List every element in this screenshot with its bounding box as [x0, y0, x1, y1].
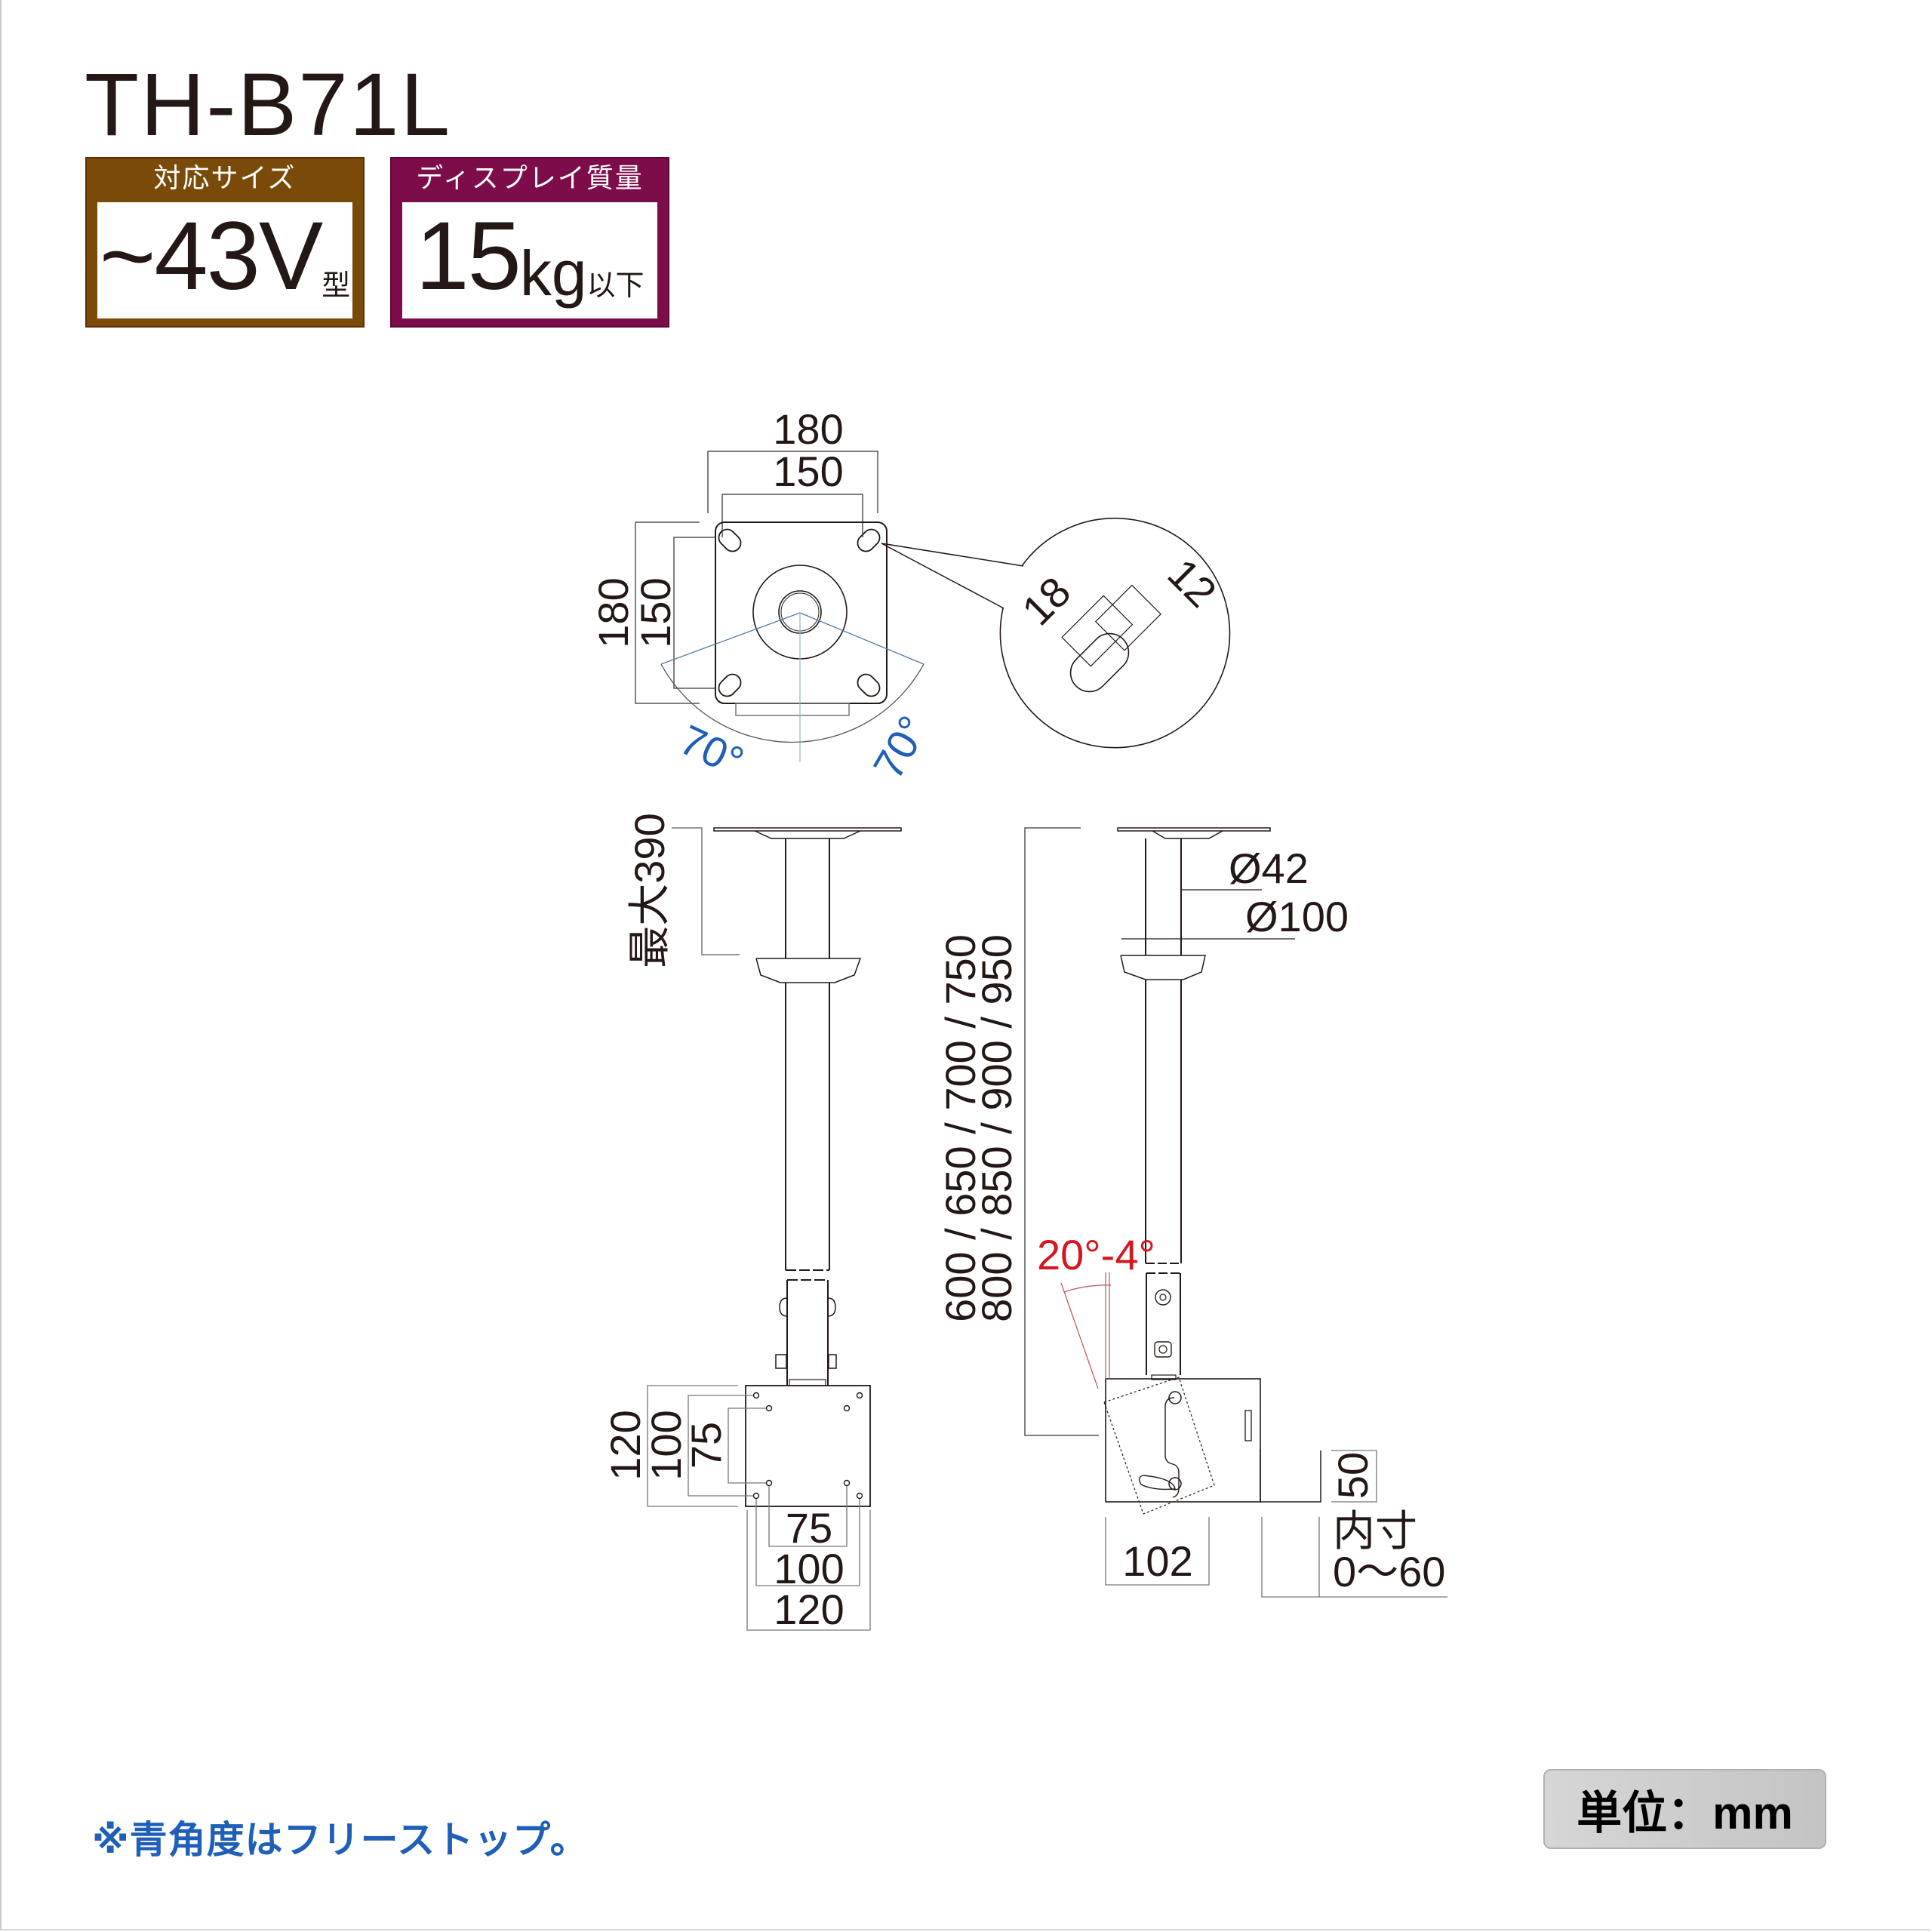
clamp-inner-range: 0～60: [1333, 1548, 1445, 1595]
spec-badge-weight: ディスプレイ質量 15 kg 以下: [390, 157, 669, 328]
spec-badge-size: 対応サイズ ~43V 型: [85, 157, 365, 328]
spec-size-suffix: 型: [321, 270, 351, 302]
spec-size-value: ~43V 型: [97, 202, 352, 318]
side-view-mount: [1024, 827, 1447, 1598]
spec-size-label: 対応サイズ: [153, 162, 297, 193]
spec-weight-value: 15 kg 以下: [402, 202, 657, 318]
tilt-angle-range: 20°-4°: [1037, 1231, 1155, 1278]
dim-max-gap: 最大390: [626, 813, 673, 968]
model-title: TH-B71L: [85, 55, 452, 155]
dim-vesa-h-100: 100: [774, 1545, 844, 1592]
spec-weight-number: 15: [415, 202, 521, 310]
spec-weight-label: ディスプレイ質量: [416, 162, 644, 193]
hole-detail-circle: [999, 517, 1231, 749]
dim-pole-diameter: Ø42: [1229, 844, 1309, 892]
dim-vesa-v-120: 120: [601, 1410, 649, 1480]
spec-weight-unit: kg: [519, 238, 587, 309]
dim-cover-diameter: Ø100: [1245, 893, 1349, 940]
front-view-mount: [647, 827, 902, 1631]
spec-size-number: ~43V: [99, 202, 323, 310]
dim-vesa-h-75: 75: [786, 1504, 832, 1552]
unit-badge: 単位：mm: [1543, 1769, 1826, 1849]
swivel-angle-left: 70°: [673, 715, 751, 786]
dim-pole-lengths-1: 600 / 650 / 700 / 750: [937, 934, 984, 1322]
dim-vesa-v-100: 100: [642, 1410, 690, 1480]
dim-plate-width-outer: 180: [773, 405, 843, 453]
dim-plate-width-holes: 150: [773, 448, 843, 495]
swivel-angle-right: 70°: [864, 708, 937, 787]
dim-plate-height-outer: 180: [589, 577, 637, 648]
slot-width-dim: 12: [1158, 549, 1226, 617]
dim-clamp-height: 50: [1329, 1452, 1377, 1499]
slot-length-dim: 18: [1013, 568, 1080, 635]
top-view-plate: [635, 451, 1024, 762]
dim-bracket-depth: 102: [1122, 1537, 1192, 1585]
spec-weight-suffix: 以下: [586, 270, 645, 302]
free-stop-note: ※青角度はフリーストップ。: [92, 1819, 589, 1861]
dim-vesa-h-120: 120: [774, 1586, 844, 1633]
dim-vesa-v-75: 75: [682, 1422, 730, 1469]
clamp-inner-label: 内寸: [1333, 1507, 1417, 1555]
dim-plate-height-holes: 150: [632, 577, 679, 648]
dim-pole-lengths-2: 800 / 850 / 900 / 950: [973, 934, 1020, 1322]
